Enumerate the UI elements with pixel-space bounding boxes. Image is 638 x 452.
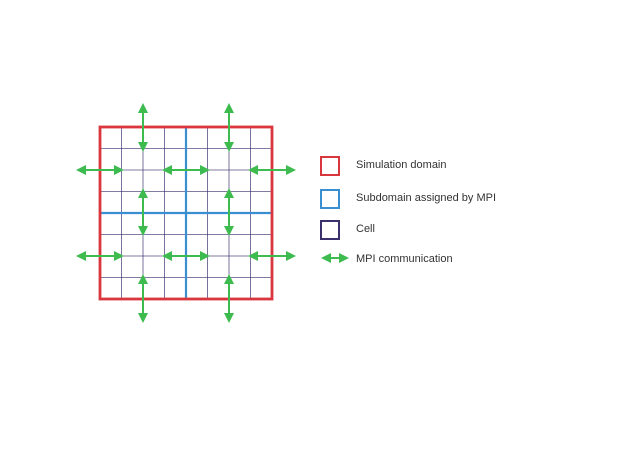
- blue-square-icon: [320, 189, 340, 209]
- legend-label: MPI communication: [356, 253, 453, 265]
- subdomain-boundaries: [100, 127, 272, 299]
- legend-label: Simulation domain: [356, 159, 447, 171]
- legend-label: Cell: [356, 223, 375, 235]
- purple-square-icon: [320, 220, 340, 240]
- mpi-communication-arrows: [76, 103, 296, 323]
- legend-label: Subdomain assigned by MPI: [356, 192, 497, 204]
- red-square-icon: [320, 156, 340, 176]
- double-arrow-icon: [321, 253, 349, 263]
- simulation-domain-border: [98, 125, 274, 301]
